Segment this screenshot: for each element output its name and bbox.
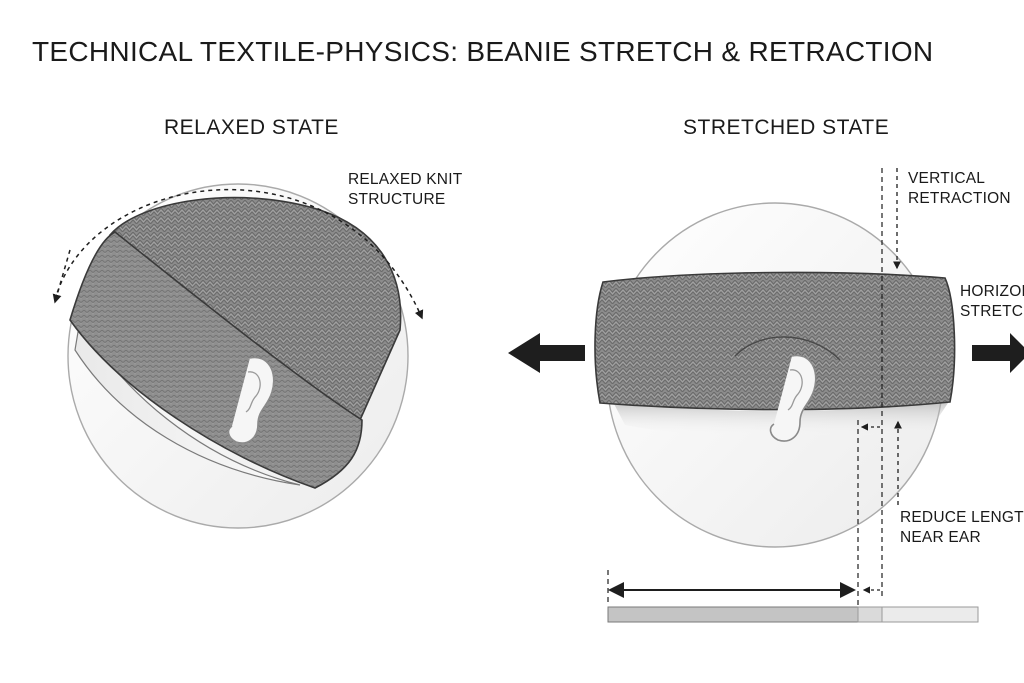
- relaxed-stretch-arc-start: [52, 249, 71, 304]
- stretched-beanie-band: [594, 271, 956, 411]
- annotation-line: REDUCE LENGTH: [900, 509, 1024, 526]
- length-bar-reduced: [857, 606, 883, 623]
- reduce-length-annotation: REDUCE LENGTH NEAR EAR: [900, 508, 1024, 548]
- ear-fold: [734, 336, 841, 361]
- relaxed-knit-annotation: RELAXED KNIT STRUCTURE: [348, 170, 462, 210]
- relaxed-stretch-arc: [54, 188, 424, 320]
- ear-icon: [769, 354, 817, 442]
- annotation-line: RELAXED KNIT: [348, 171, 463, 188]
- relaxed-state-label: RELAXED STATE: [164, 116, 339, 139]
- horizontal-stretch-annotation: HORIZONTAL STRETCH: [960, 282, 1024, 322]
- relaxed-panel: [52, 183, 424, 529]
- annotation-line: VERTICAL: [908, 170, 986, 187]
- ear-icon: [227, 356, 275, 444]
- relaxed-inner-brim: [74, 318, 301, 486]
- annotation-line: NEAR EAR: [900, 529, 981, 546]
- relaxed-beanie-cuff: [69, 231, 363, 489]
- annotation-line: STRUCTURE: [348, 191, 446, 208]
- annotation-line: STRETCH: [960, 303, 1024, 320]
- stretched-state-label: STRETCHED STATE: [683, 116, 890, 139]
- stretched-panel: [508, 168, 1024, 623]
- vertical-retraction-annotation: VERTICAL RETRACTION: [908, 169, 1011, 209]
- arrow-left-icon: [508, 333, 585, 373]
- arrow-right-icon: [972, 333, 1024, 373]
- page-title: TECHNICAL TEXTILE-PHYSICS: BEANIE STRETC…: [32, 36, 934, 67]
- annotation-line: HORIZONTAL: [960, 283, 1024, 300]
- length-bar-fill: [607, 606, 859, 623]
- annotation-line: RETRACTION: [908, 190, 1011, 207]
